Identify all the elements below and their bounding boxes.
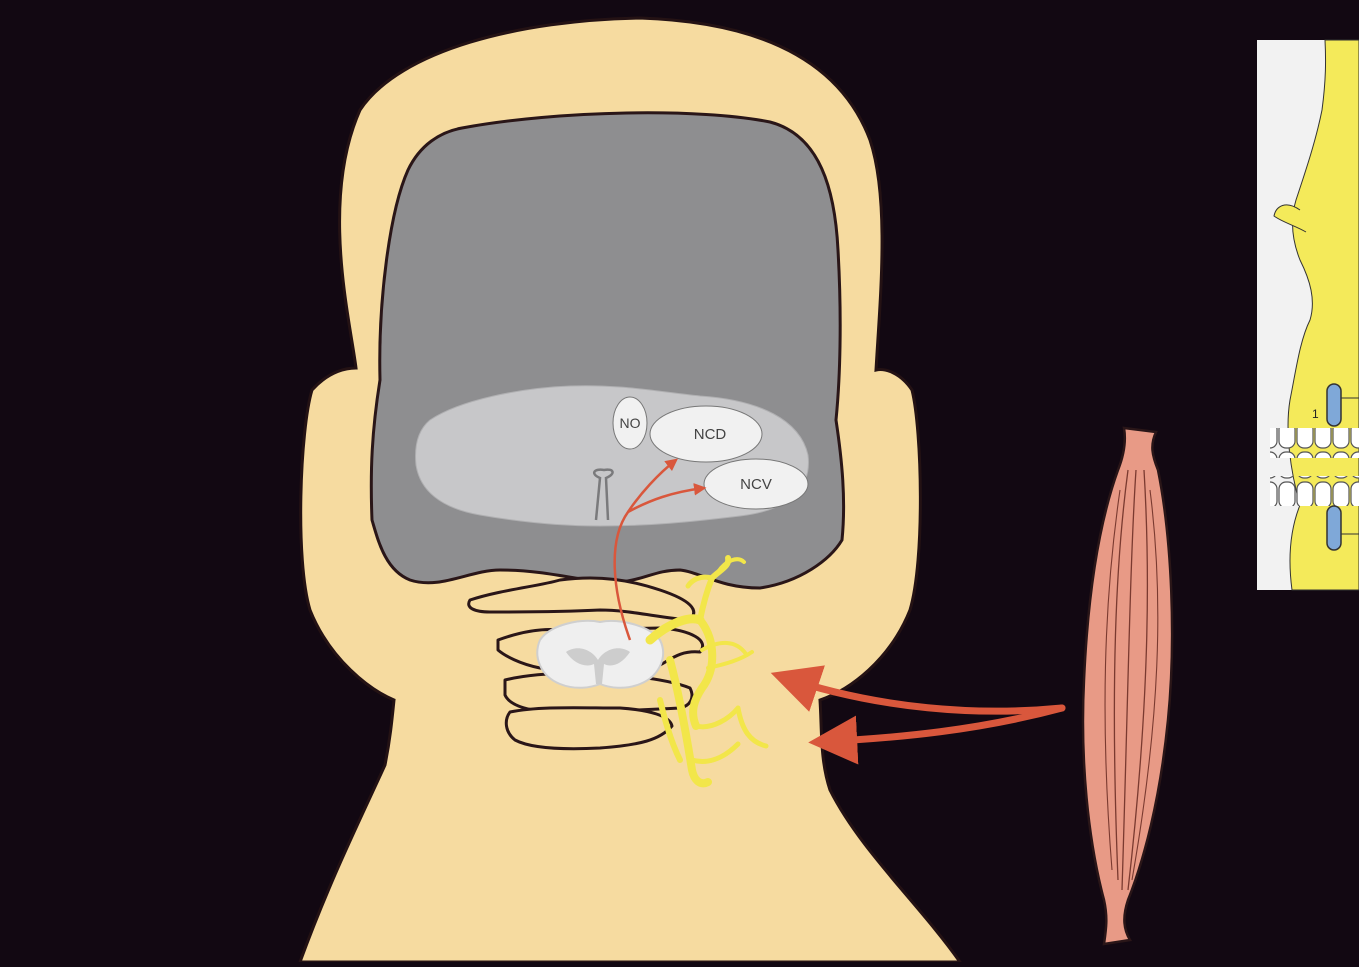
inset-upper-root [1327, 384, 1341, 426]
label-no: NO [620, 415, 641, 431]
inset-lower-root [1327, 506, 1341, 550]
inset-label-1: 1 [1312, 407, 1319, 421]
inset-dental-figure: 1 [1257, 40, 1359, 590]
label-ncd: NCD [694, 426, 727, 443]
spinal-cord-icon [537, 621, 663, 688]
label-ncv: NCV [740, 476, 772, 493]
